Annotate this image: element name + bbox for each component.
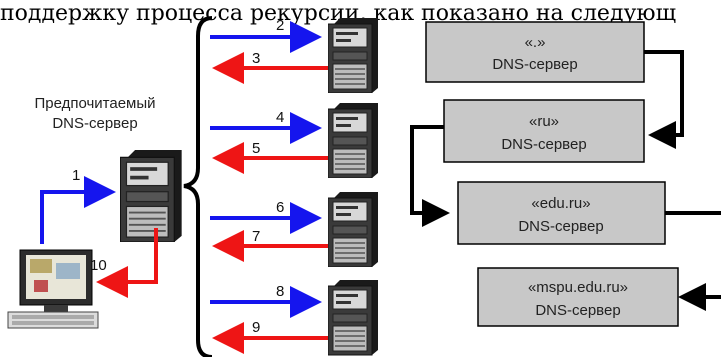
step-number-1: 1 <box>72 167 80 184</box>
dns-box-edu-ru-type: DNS-сервер <box>518 218 603 235</box>
preferred-dns-label-line1: Предпочитаемый <box>34 95 155 112</box>
server-icon <box>328 103 378 178</box>
connector-root-to-ru <box>644 50 684 149</box>
dns-box-root-name: «.» <box>525 34 546 51</box>
step-number-5: 5 <box>252 140 260 157</box>
step-number-3: 3 <box>252 50 260 67</box>
dns-box-edu-ru: «edu.ru» DNS-сервер <box>457 181 666 245</box>
step-number-2: 2 <box>276 17 284 34</box>
dns-box-root-type: DNS-сервер <box>492 56 577 73</box>
dns-box-ru: «ru» DNS-сервер <box>443 99 645 163</box>
dns-box-ru-name: «ru» <box>529 113 559 130</box>
query-arrow-1 <box>40 176 116 244</box>
dns-box-edu-ru-name: «edu.ru» <box>531 195 590 212</box>
computer-icon <box>7 249 99 329</box>
server-icon <box>328 192 378 267</box>
dns-box-mspu-edu-ru-type: DNS-сервер <box>535 302 620 319</box>
server-icon <box>328 279 378 356</box>
dns-box-mspu-edu-ru-name: «mspu.edu.ru» <box>528 279 628 296</box>
server-icon <box>120 150 182 242</box>
server-icon <box>328 18 378 93</box>
dns-box-mspu-edu-ru: «mspu.edu.ru» DNS-сервер <box>477 267 679 327</box>
response-arrow-10 <box>96 228 158 298</box>
step-number-9: 9 <box>252 319 260 336</box>
step-number-6: 6 <box>276 199 284 216</box>
step-number-4: 4 <box>276 109 284 126</box>
preferred-dns-label-line2: DNS-сервер <box>52 115 137 132</box>
step-number-8: 8 <box>276 283 284 300</box>
connector-ru-to-edu <box>410 125 450 227</box>
dns-box-ru-type: DNS-сервер <box>501 136 586 153</box>
curly-brace <box>183 16 213 357</box>
step-number-7: 7 <box>252 228 260 245</box>
step-number-10: 10 <box>90 257 107 274</box>
dns-box-root: «.» DNS-сервер <box>425 21 645 83</box>
